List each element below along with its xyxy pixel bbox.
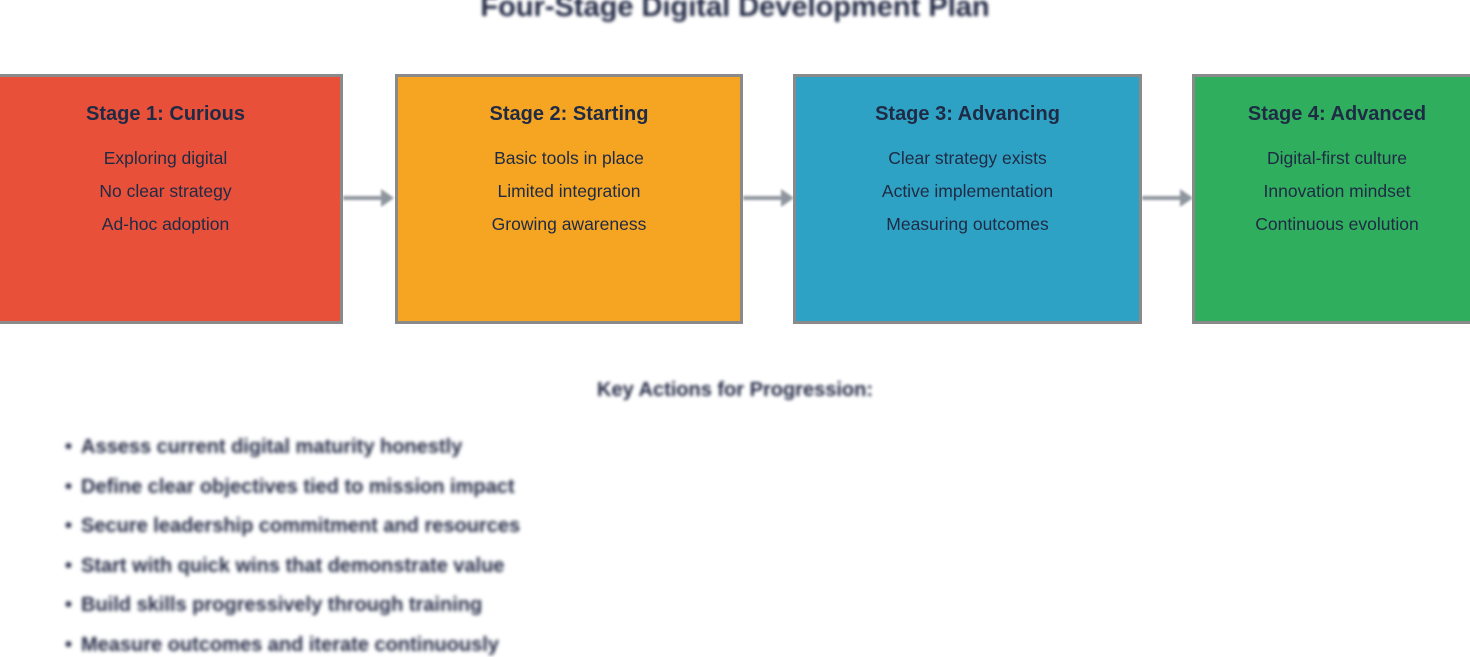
stage-title: Stage 2: Starting [489,103,649,125]
stage-item: Innovation mindset [1263,181,1411,201]
stage-item: Limited integration [497,181,641,201]
list-item-text: Start with quick wins that demonstrate v… [81,554,505,577]
stage-item-list: Basic tools in place Limited integration… [398,142,740,241]
stage-item: Exploring digital [103,148,228,168]
stage-item: Clear strategy exists [888,148,1047,168]
stage-item: Basic tools in place [494,148,644,168]
bullet-icon: • [65,475,73,498]
list-item-text: Secure leadership commitment and resourc… [81,515,521,537]
arrow-shaft [1142,196,1182,200]
list-item-text: Define clear objectives tied to mission … [81,475,515,498]
arrow-right-icon [1142,188,1194,208]
bullet-icon: • [65,436,73,458]
stage-box-advancing: Stage 3: Advancing Clear strategy exists… [793,74,1142,324]
list-item: • Secure leadership commitment and resour… [65,507,520,547]
stage-box-advanced: Stage 4: Advanced Digital-first culture … [1192,74,1470,324]
stage-item: Measuring outcomes [886,214,1049,234]
stage-item: Active implementation [881,181,1054,201]
list-item-text: Build skills progressively through train… [81,594,483,616]
arrow-head [381,189,394,207]
stage-item-list: Digital-first culture Innovation mindset… [1195,142,1470,241]
stage-item-list: Exploring digital No clear strategy Ad-h… [0,142,340,241]
bullet-icon: • [65,515,73,537]
stage-box-starting: Stage 2: Starting Basic tools in place L… [395,74,743,324]
bullet-icon: • [65,594,73,616]
stage-item: Ad-hoc adoption [101,214,230,234]
arrow-head [1180,189,1193,207]
page-title: Four-Stage Digital Development Plan [480,0,990,23]
arrow-shaft [343,196,383,200]
stage-item: Continuous evolution [1255,214,1419,234]
stage-box-curious: Stage 1: Curious Exploring digital No cl… [0,74,343,324]
bullet-icon: • [65,633,73,656]
stage-title: Stage 3: Advancing [875,103,1060,125]
arrow-right-icon [343,188,395,208]
stage-title: Stage 4: Advanced [1247,103,1427,125]
list-item: • Define clear objectives tied to mission… [65,468,520,508]
list-item: • Assess current digital maturity honestl… [65,428,520,468]
key-actions-list: • Assess current digital maturity honestl… [65,428,520,657]
list-item: • Start with quick wins that demonstrate … [65,547,520,587]
arrow-right-icon [743,188,795,208]
list-item: • Build skills progressively through trai… [65,586,520,626]
key-actions-heading: Key Actions for Progression: [597,379,873,401]
stage-item: No clear strategy [99,181,232,201]
stage-item: Growing awareness [491,214,647,234]
arrow-head [781,189,794,207]
bullet-icon: • [65,554,73,577]
arrow-shaft [743,196,783,200]
list-item-text: Measure outcomes and iterate continuousl… [81,633,499,656]
stage-title: Stage 1: Curious [86,103,245,125]
stage-item: Digital-first culture [1266,148,1408,168]
list-item-text: Assess current digital maturity honestly [81,436,463,458]
stage-item-list: Clear strategy exists Active implementat… [796,142,1139,241]
list-item: • Measure outcomes and iterate continuous… [65,626,520,657]
